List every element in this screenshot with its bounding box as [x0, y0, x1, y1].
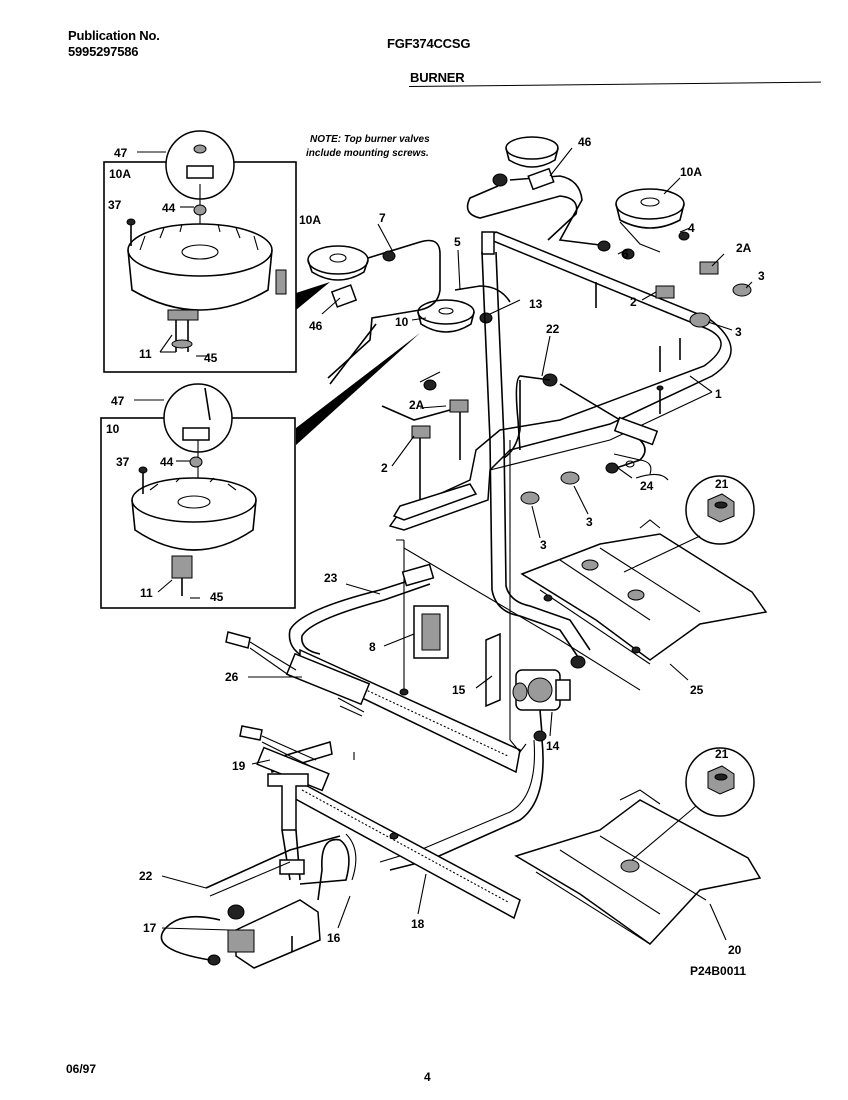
part-label-10: 10	[395, 315, 409, 329]
center-tubing	[396, 251, 641, 740]
baffle-lower	[514, 789, 762, 945]
part-label-22-top: 22	[546, 322, 560, 336]
part-label-44-lower: 44	[160, 455, 174, 469]
part-label-45-lower: 45	[210, 590, 224, 604]
part-label-1: 1	[715, 387, 722, 401]
part-label-6: 6	[622, 247, 629, 261]
part-label-16: 16	[327, 931, 341, 945]
drawing-id: P24B0011	[690, 964, 746, 978]
footer-date: 06/97	[66, 1062, 97, 1076]
part-label-15: 15	[452, 683, 466, 697]
part-label-11-upper: 11	[139, 347, 152, 361]
top-manifold-assembly	[307, 136, 752, 531]
part-label-3-mid-2: 3	[540, 538, 547, 552]
part-label-7: 7	[379, 211, 386, 225]
part-label-4: 4	[688, 221, 695, 235]
part-label-21-upper: 21	[715, 477, 729, 491]
publication-number: 5995297586	[68, 44, 139, 59]
part-label-3-mid-1: 3	[586, 515, 593, 529]
nut-magnifier-lower	[631, 747, 755, 861]
part-label-13: 13	[529, 297, 543, 311]
baffle-upper	[520, 519, 768, 665]
leader-lines	[161, 147, 753, 941]
part-label-5: 5	[454, 235, 461, 249]
part-label-20: 20	[728, 943, 742, 957]
nut-magnifier-upper	[623, 475, 755, 573]
part-label-26: 26	[225, 670, 239, 684]
model-number: FGF374CCSG	[387, 36, 471, 51]
part-label-2-right: 2	[630, 295, 637, 309]
part-label-46-left: 46	[309, 319, 323, 333]
part-label-11-lower: 11	[140, 586, 153, 600]
publication-label: Publication No.	[68, 28, 160, 43]
part-label-18: 18	[411, 917, 425, 931]
part-label-10a-left: 10A	[299, 213, 321, 227]
page-number: 4	[424, 1070, 431, 1084]
part-label-2a-left: 2A	[409, 398, 425, 412]
inset-10-title: 10	[106, 422, 120, 436]
inset-10-pointer	[296, 333, 420, 445]
part-label-25: 25	[690, 683, 704, 697]
note-line-2: include mounting screws.	[306, 148, 429, 159]
part-label-22-bottom: 22	[139, 869, 153, 883]
part-label-3-right-1: 3	[758, 269, 765, 283]
part-label-37-lower: 37	[116, 455, 130, 469]
part-label-10a-right: 10A	[680, 165, 702, 179]
part-label-37-upper: 37	[108, 198, 122, 212]
inset-10a-title: 10A	[109, 167, 131, 181]
inset-10	[100, 383, 296, 609]
part-label-17: 17	[143, 921, 157, 935]
part-label-44-upper: 44	[162, 201, 176, 215]
part-label-3-right-2: 3	[735, 325, 742, 339]
part-label-19: 19	[232, 759, 246, 773]
inset-10a-pointer	[296, 282, 330, 310]
part-label-14: 14	[546, 739, 560, 753]
oven-burner-assembly	[160, 563, 571, 969]
part-label-2a-right: 2A	[736, 241, 752, 255]
part-label-46-right: 46	[578, 135, 592, 149]
part-label-24: 24	[640, 479, 654, 493]
part-label-23: 23	[324, 571, 338, 585]
part-label-2-left: 2	[381, 461, 388, 475]
part-label-8: 8	[369, 640, 376, 654]
part-label-47-lower: 47	[111, 394, 125, 408]
part-label-45-upper: 45	[204, 351, 218, 365]
part-label-47-upper: 47	[114, 146, 128, 160]
section-title: BURNER	[410, 70, 465, 85]
note-line-1: NOTE: Top burner valves	[310, 134, 430, 145]
part-label-21-lower: 21	[715, 747, 729, 761]
inset-10a	[103, 130, 297, 373]
